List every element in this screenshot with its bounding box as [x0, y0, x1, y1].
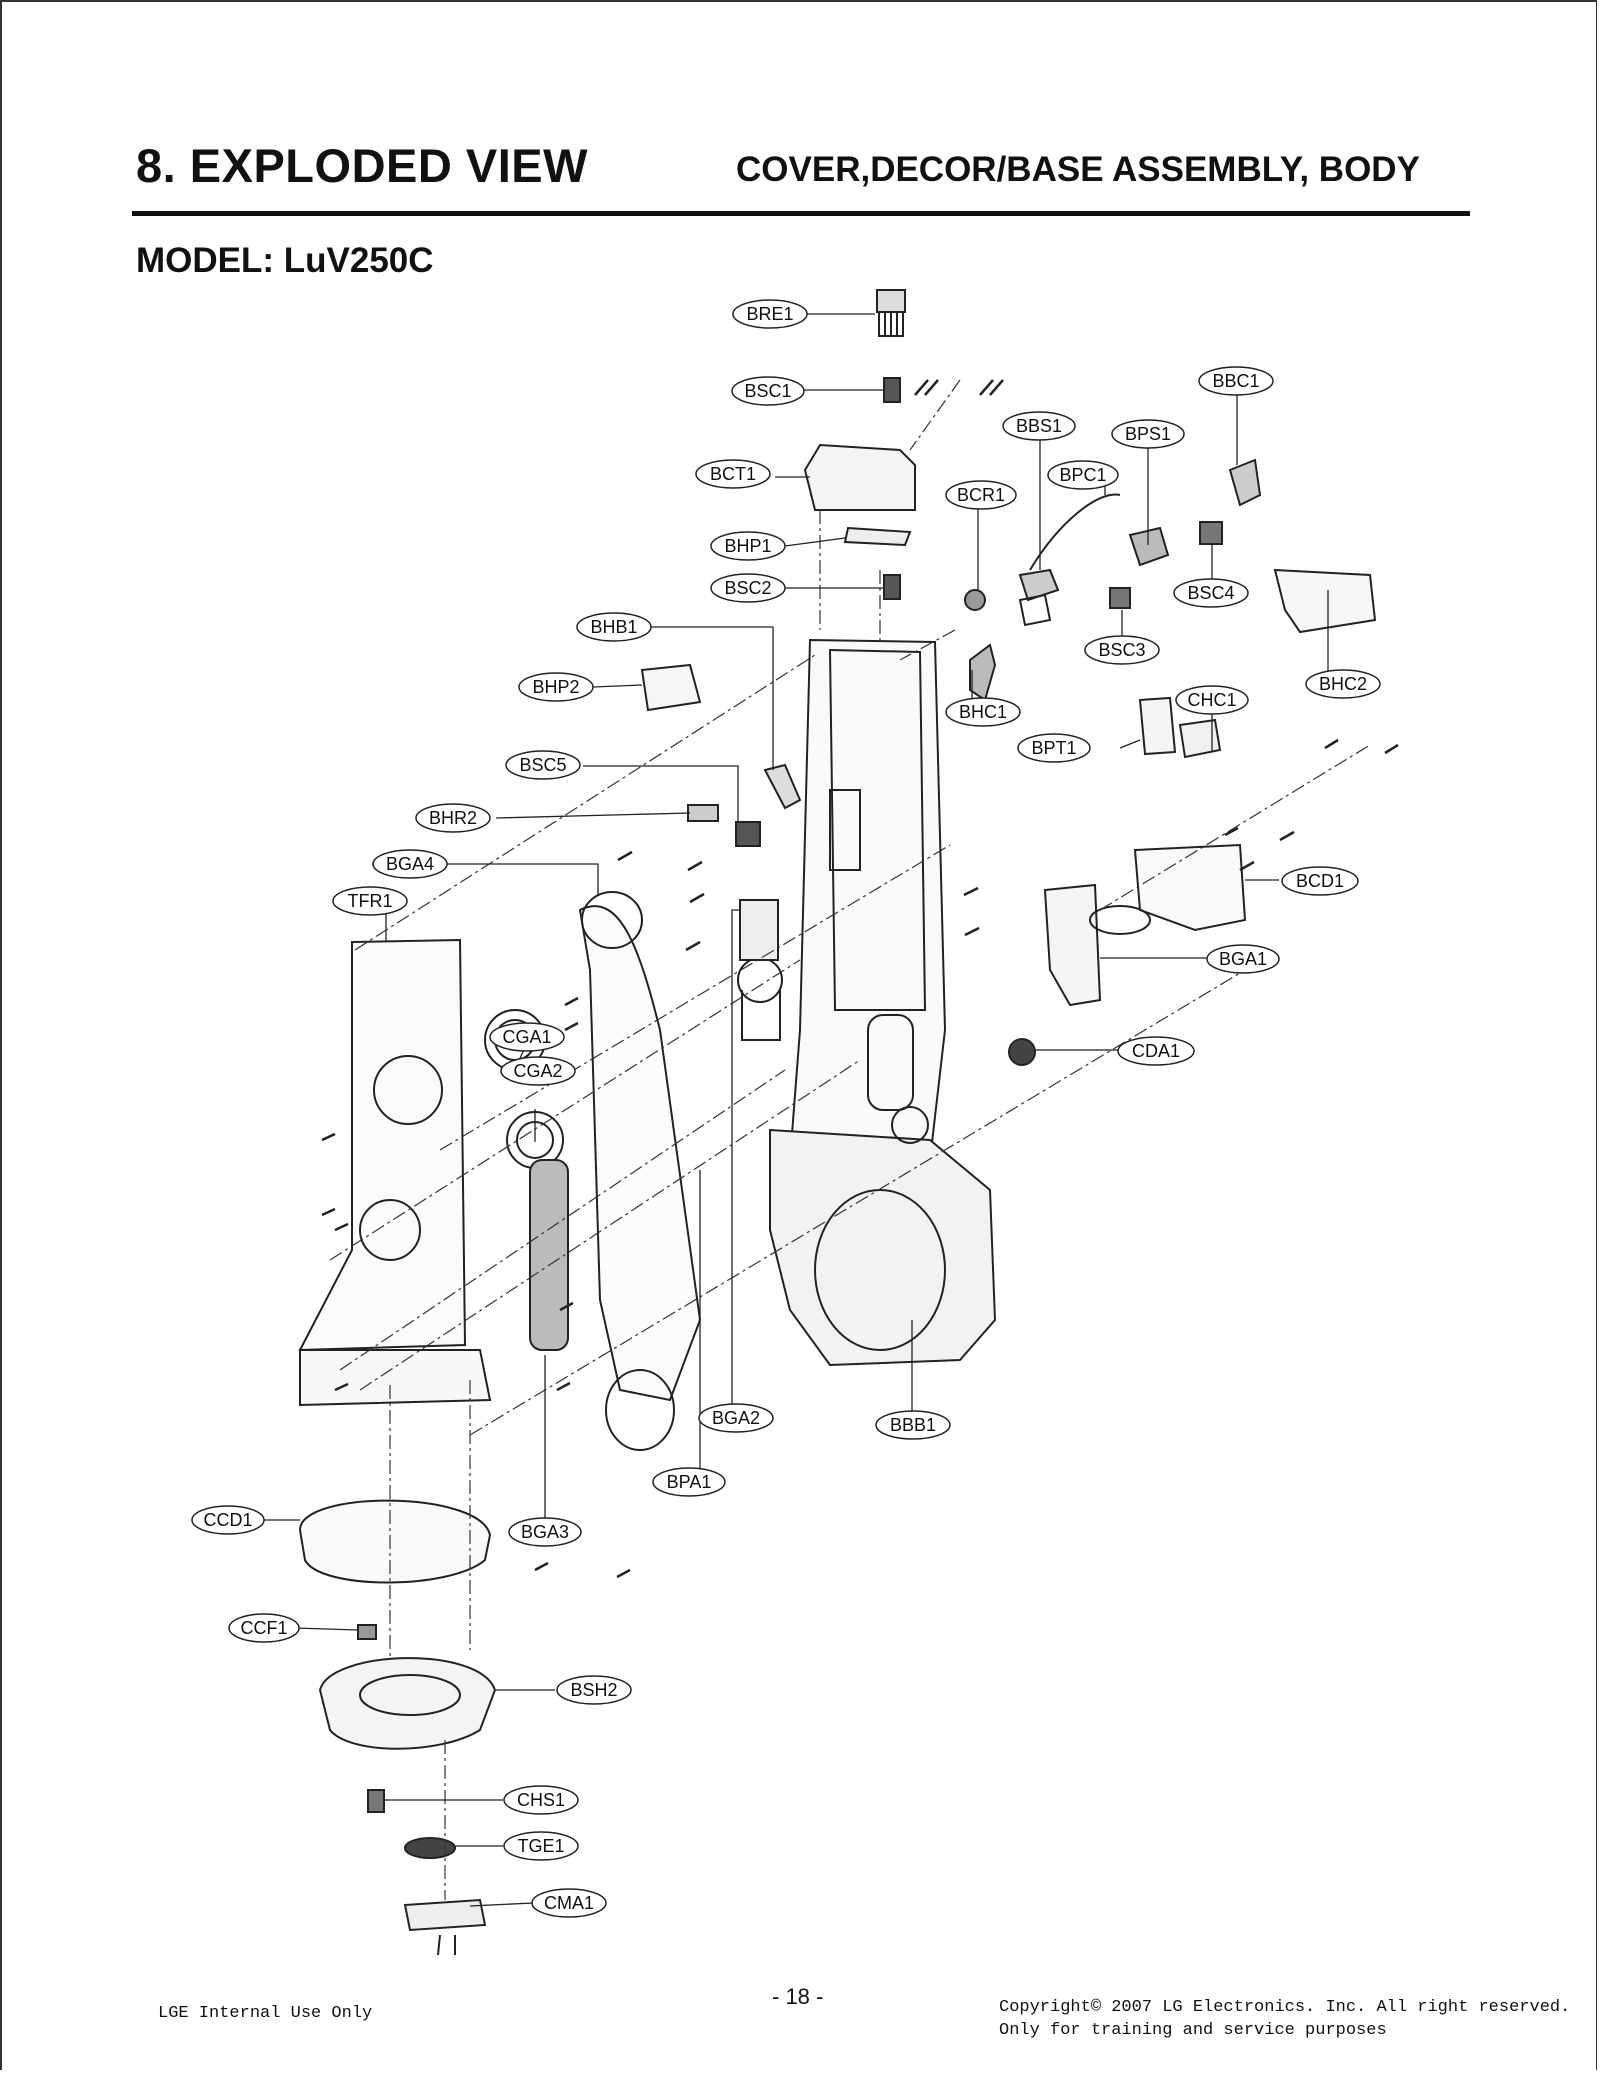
part-label: BHB1: [590, 617, 637, 637]
model-label: MODEL: LuV250C: [136, 241, 434, 280]
part-label: BHP2: [532, 677, 579, 697]
part-bre1-shape: [876, 289, 906, 337]
callout-tfr1: [332, 886, 408, 916]
callout-bga3: [508, 1517, 582, 1547]
callout-bhc2: [1305, 669, 1381, 699]
part-label: BSC3: [1098, 640, 1145, 660]
part-label: CDA1: [1132, 1041, 1180, 1061]
callout-bsc2: [710, 573, 786, 603]
header-rule: [132, 211, 1470, 216]
callout-bhc1: [945, 697, 1021, 727]
footer-copyright: Copyright© 2007 LG Electronics. Inc. All…: [999, 1996, 1570, 2042]
part-bct1-shape: [803, 443, 916, 511]
screws: [321, 738, 1399, 1579]
callout-bsc1: [731, 376, 805, 406]
part-label: BCR1: [957, 485, 1005, 505]
part-label: BCT1: [710, 464, 756, 484]
callout-bct1: [695, 459, 771, 489]
callout-ccd1: [191, 1505, 265, 1535]
page-number: - 18 -: [772, 1984, 824, 2009]
part-label: TFR1: [348, 891, 393, 911]
part-bbb1-lower-shape: [769, 1128, 997, 1367]
part-label: CHS1: [517, 1790, 565, 1810]
part-label: BHP1: [724, 536, 771, 556]
copyright-line-2: Only for training and service purposes: [999, 2021, 1387, 2040]
callout-bbb1: [875, 1410, 951, 1440]
callout-bbs1: [1002, 411, 1076, 441]
callout-bpt1: [1017, 733, 1091, 763]
callout-bre1: [732, 299, 808, 329]
part-label: BPS1: [1125, 424, 1171, 444]
callout-bhr2: [415, 803, 491, 833]
part-label: BPA1: [667, 1472, 712, 1492]
part-label: BSH2: [570, 1680, 617, 1700]
part-label: BSC5: [519, 755, 566, 775]
callout-bsc5: [505, 750, 581, 780]
callout-cga2: [500, 1056, 576, 1086]
part-bsc1-shape: [883, 377, 901, 403]
callout-labels: [191, 299, 1381, 1918]
part-label: BGA4: [386, 854, 434, 874]
callout-bcr1: [945, 480, 1017, 510]
component-art: [298, 289, 1377, 1956]
part-label: BBC1: [1212, 371, 1259, 391]
callout-bbc1: [1198, 366, 1274, 396]
part-label: BHC2: [1319, 674, 1367, 694]
callout-bps1: [1111, 419, 1185, 449]
part-label: CGA1: [502, 1027, 551, 1047]
screws-top: [914, 379, 1004, 396]
part-label: BPT1: [1031, 738, 1076, 758]
callout-bpa1: [652, 1467, 726, 1497]
callout-bpc1: [1047, 460, 1119, 490]
assembly-lines: [329, 379, 1371, 1900]
part-label: BCD1: [1296, 871, 1344, 891]
callout-cma1: [531, 1888, 607, 1918]
callout-chc1: [1175, 685, 1249, 715]
callout-bhb1: [576, 612, 652, 642]
callout-chs1: [503, 1785, 579, 1815]
part-label: BGA1: [1219, 949, 1267, 969]
callout-cga1: [489, 1022, 565, 1052]
exploded-view-diagram: BRE1 BSC1 BBC1 BBS1 BPS1 BCT1 BPC1 BCR1 …: [191, 289, 1399, 1956]
part-label: BBS1: [1016, 416, 1062, 436]
callout-text: BRE1 BSC1 BBC1 BBS1 BPS1 BCT1 BPC1 BCR1 …: [203, 304, 1367, 1913]
callout-bsc4: [1173, 578, 1249, 608]
callout-ccf1: [228, 1613, 300, 1643]
part-label: BRE1: [746, 304, 793, 324]
part-label: CMA1: [544, 1893, 594, 1913]
part-label: CCF1: [240, 1618, 287, 1638]
part-label: CGA2: [513, 1061, 562, 1081]
callout-bsc3: [1084, 635, 1160, 665]
callout-bhp1: [710, 531, 786, 561]
page-title: 8. EXPLODED VIEW: [136, 139, 588, 192]
callout-bga2: [698, 1403, 774, 1433]
part-label: BHR2: [429, 808, 477, 828]
part-label: BPC1: [1059, 465, 1106, 485]
part-label: BGA2: [712, 1408, 760, 1428]
page-subtitle: COVER,DECOR/BASE ASSEMBLY, BODY: [736, 150, 1420, 189]
part-label: BGA3: [521, 1522, 569, 1542]
callout-bga4: [372, 849, 448, 879]
part-label: BHC1: [959, 702, 1007, 722]
part-label: CHC1: [1187, 690, 1236, 710]
part-label: CCD1: [203, 1510, 252, 1530]
callout-cda1: [1117, 1036, 1195, 1066]
part-label: BSC1: [744, 381, 791, 401]
callout-bsh2: [556, 1675, 632, 1705]
part-label: TGE1: [517, 1836, 564, 1856]
footer-internal-use: LGE Internal Use Only: [158, 2004, 373, 2023]
part-label: BSC2: [724, 578, 771, 598]
part-label: BSC4: [1187, 583, 1234, 603]
callout-bga1: [1206, 944, 1280, 974]
copyright-line-1: Copyright© 2007 LG Electronics. Inc. All…: [999, 1998, 1571, 2017]
part-label: BBB1: [890, 1415, 936, 1435]
callout-bhp2: [518, 672, 594, 702]
callout-tge1: [503, 1831, 579, 1861]
callout-bcd1: [1281, 866, 1359, 896]
